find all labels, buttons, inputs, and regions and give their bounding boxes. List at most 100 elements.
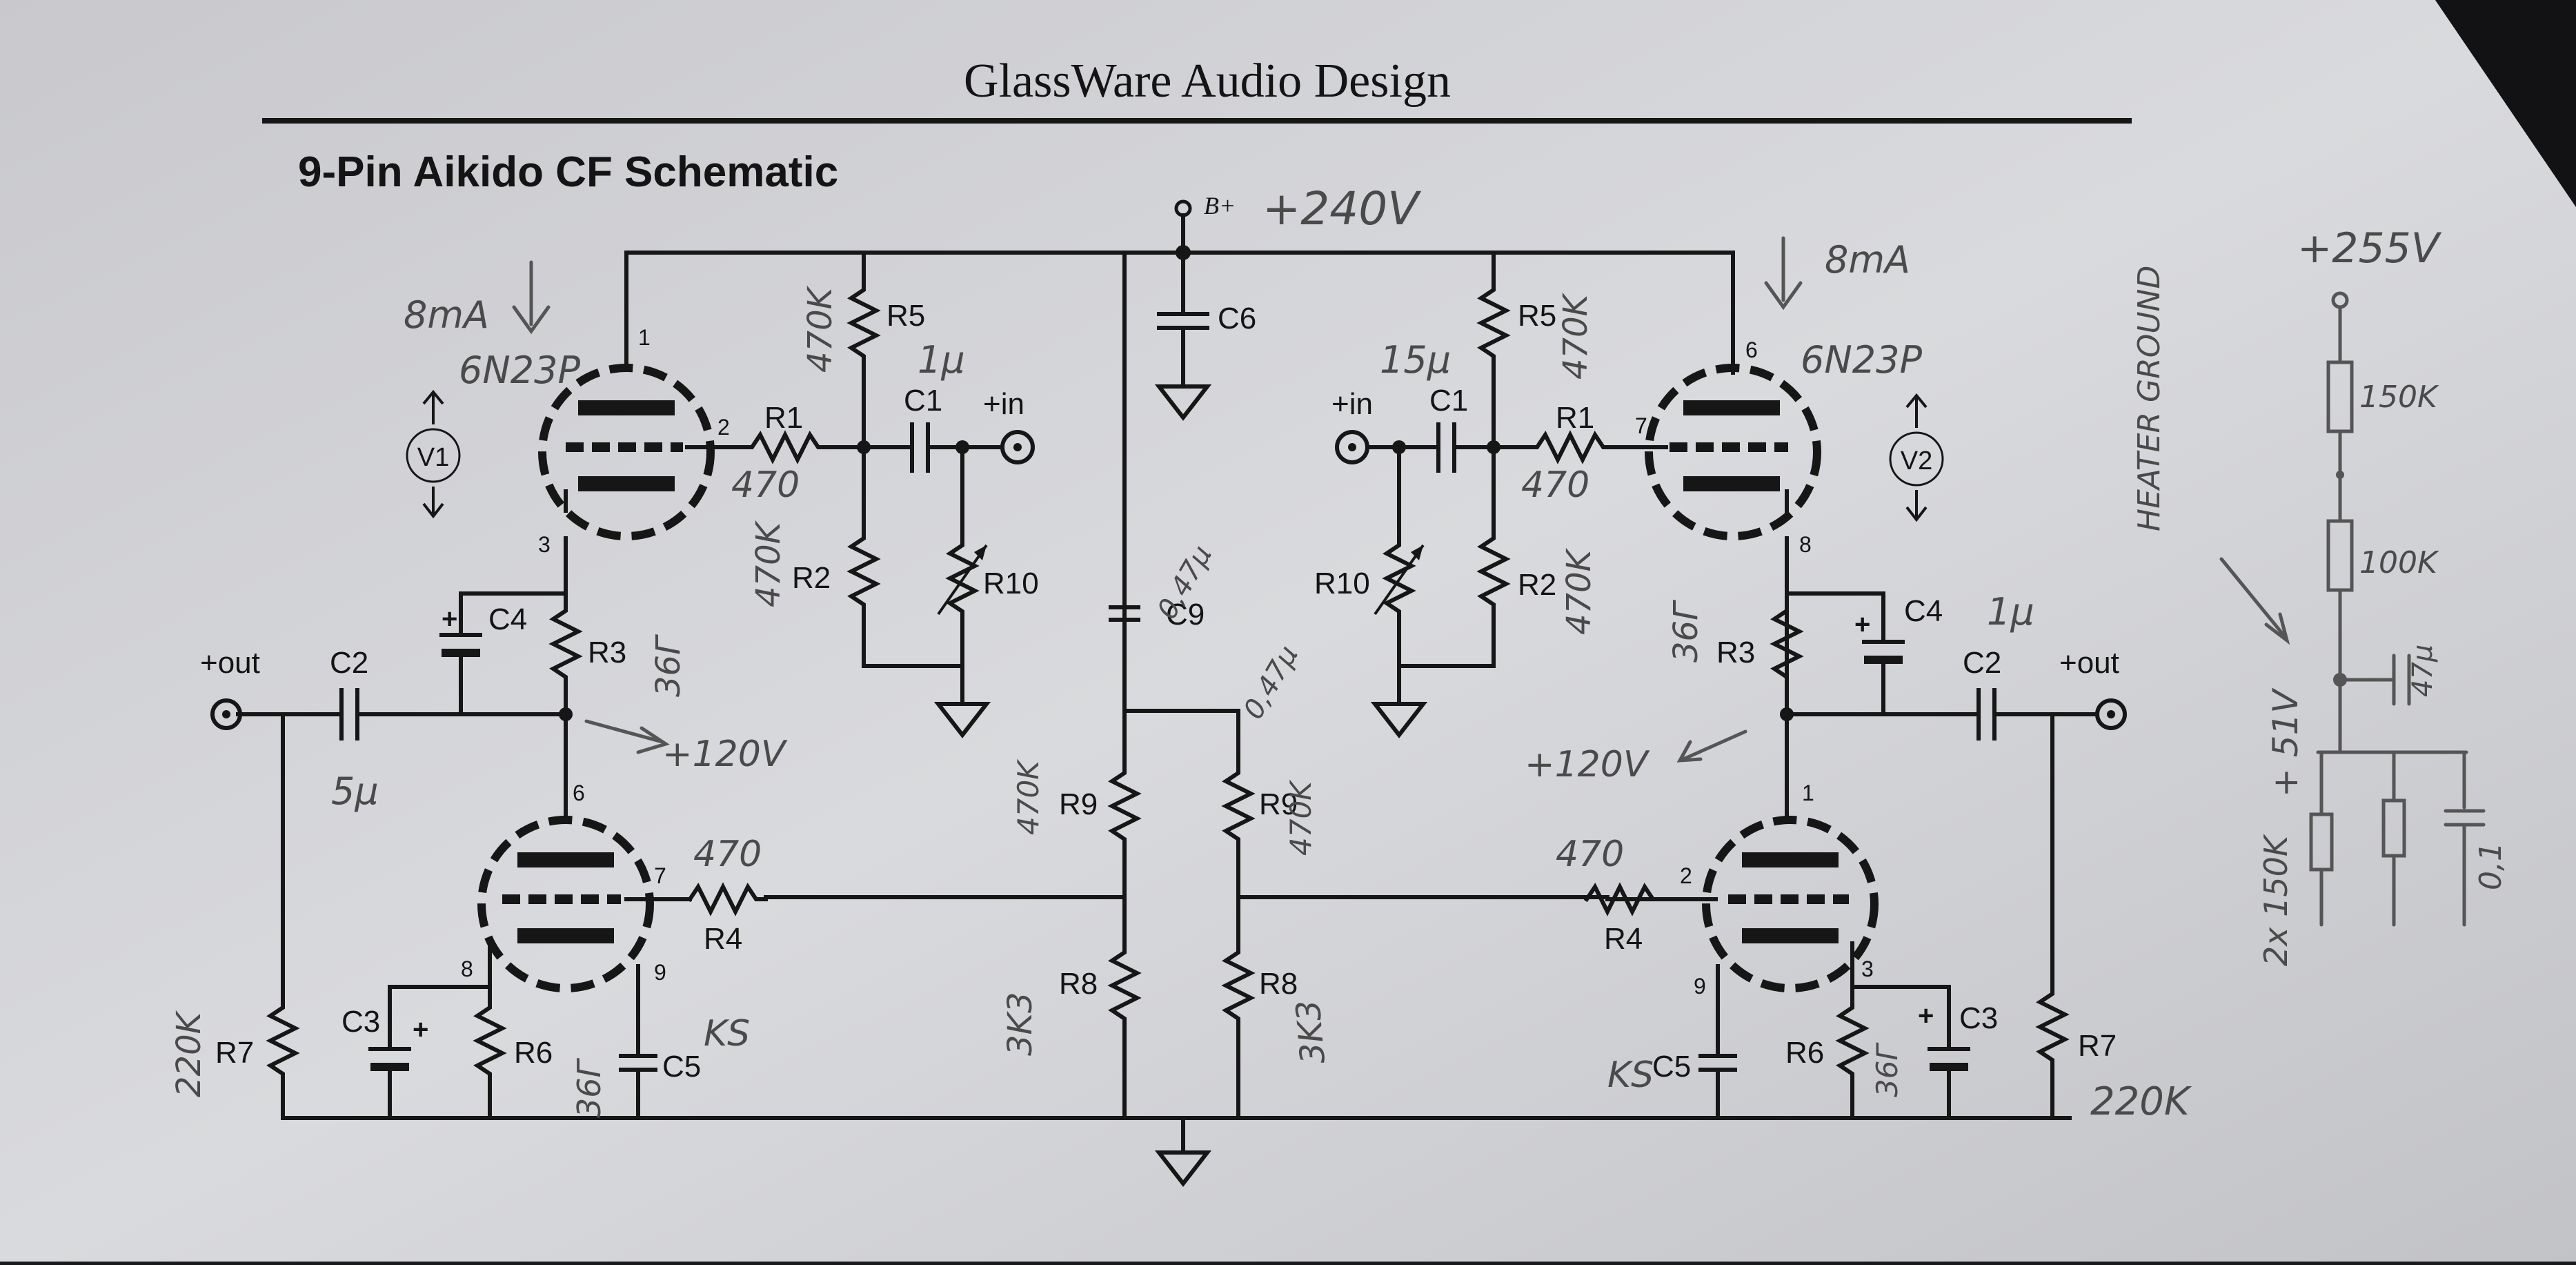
c3-right-polarity: + [1918, 1001, 1934, 1031]
center-bus: C9 [1109, 251, 1240, 713]
hw-heater-bottom: 2x 150K [2257, 833, 2295, 966]
in-left-label: +in [983, 387, 1024, 421]
r1-right: R1 [1487, 401, 1623, 464]
c3-left-label: C3 [341, 1005, 380, 1039]
c4-left-label: C4 [488, 602, 527, 636]
r9-left-label: R9 [1059, 787, 1098, 821]
r2-right-label: R2 [1518, 568, 1556, 602]
c2-right-label: C2 [1963, 646, 2001, 680]
c6-label: C6 [1218, 302, 1256, 335]
v2l-pin-top: 1 [1802, 781, 1814, 805]
v2-label: V2 [1901, 447, 1932, 475]
out-right-label: +out [2059, 646, 2119, 680]
v1-pin-cathode: 3 [538, 532, 551, 557]
c6-capacitor: C6 [1154, 251, 1256, 421]
hw-r2-right: 470K [1560, 547, 1598, 635]
r6-right-label: R6 [1785, 1036, 1824, 1070]
hw-heater-out: + 51V [2266, 687, 2306, 797]
b-plus-label: B+ [1204, 192, 1236, 219]
r8-right-label: R8 [1259, 967, 1298, 1001]
hw-r7-left: 220K [170, 1010, 208, 1097]
hw-tube-right: 6N23P [1801, 338, 1922, 382]
page-header: GlassWare Audio Design [964, 55, 1451, 108]
v2-lower-tube: R4 1 2 3 9 [1583, 712, 1951, 999]
r3-right-label: R3 [1716, 636, 1755, 669]
heater-supply-sketch: +255V 150K 100K 47μ 0,1 HEATER GROUND + … [2132, 224, 2508, 966]
r3-left-label: R3 [588, 636, 626, 669]
hw-r4-left: 470 [693, 834, 762, 875]
v1-pin-grid: 2 [717, 415, 730, 440]
background-corner [2435, 0, 2576, 207]
r1-right-label: R1 [1556, 401, 1594, 435]
hw-r3-right: 36Г [1667, 600, 1705, 663]
hw-r3-left: 36Г [649, 634, 688, 697]
v1l-pin-heater: 9 [654, 960, 666, 985]
c1-right-label: C1 [1429, 384, 1468, 418]
v2l-pin-grid: 2 [1680, 863, 1692, 888]
hw-c5-left: KS [704, 1013, 750, 1055]
cathode-bypass-right: + C3 R6 C5 [1652, 964, 1998, 1120]
r5-right-label: R5 [1518, 299, 1556, 333]
hw-r1-left: 470 [731, 464, 800, 506]
r1-left-label: R1 [764, 401, 803, 435]
v1-tube: 1 2 3 [538, 251, 740, 602]
hw-r6-left: 36Г [571, 1057, 608, 1118]
hw-c5-right: KS [1607, 1055, 1654, 1096]
c1-left-label: C1 [904, 384, 942, 418]
in-right-label: +in [1331, 387, 1373, 421]
v2-pin-cathode: 8 [1799, 532, 1812, 557]
v2-pin-top: 6 [1745, 337, 1758, 362]
r5-r2-right: R5 R2 [1397, 251, 1556, 668]
r8-left-label: R8 [1059, 967, 1098, 1001]
c1-right: C1 +in [1331, 384, 1496, 473]
c5-left-label: C5 [662, 1050, 701, 1083]
hw-current-left: 8mA [404, 293, 489, 337]
hw-r9-left: 470K [1011, 758, 1045, 835]
v1l-pin-top: 6 [573, 781, 585, 805]
r3-c4-right: + C4 R3 [1716, 591, 1943, 721]
v1-lower-tube: R4 6 7 8 9 [388, 712, 768, 992]
hw-tube-left: 6N23P [459, 349, 580, 392]
hw-heater-supply: +255V [2297, 224, 2442, 273]
hw-r9-right: 470K [1284, 779, 1318, 856]
v1l-pin-grid: 7 [654, 863, 666, 888]
r2-left-label: R2 [792, 561, 831, 595]
out-left-label: +out [200, 646, 260, 680]
r4-left-label: R4 [704, 922, 742, 956]
r9-right-label: R9 [1259, 787, 1298, 821]
hw-r5-left: 470K [801, 285, 840, 373]
hw-heater-r1: 150K [2359, 380, 2439, 415]
hw-r4-right: 470 [1556, 834, 1624, 875]
v2l-pin-heater: 9 [1694, 974, 1706, 999]
hw-current-right: 8mA [1825, 238, 1910, 282]
c9-label: C9 [1166, 598, 1205, 631]
b-plus-handwritten: +240V [1262, 182, 1421, 235]
hw-heater-c2: 0,1 [2473, 842, 2508, 890]
output-left: +out C2 R7 [200, 646, 568, 1120]
r10-left-label: R10 [983, 567, 1039, 600]
hw-r1-right: 470 [1521, 464, 1589, 506]
v2-pin-grid: 7 [1635, 413, 1647, 438]
hw-node-right: +120V [1525, 744, 1650, 785]
r10-right: R10 [1314, 445, 1428, 738]
ground-bus [281, 1116, 2072, 1187]
c1-left: C1 +in [862, 384, 1035, 473]
c4-right-polarity: + [1854, 609, 1870, 640]
c2-left-label: C2 [330, 646, 368, 680]
v1-marker: V1 [406, 389, 461, 519]
c3-left-polarity: + [413, 1014, 428, 1045]
c4-left-polarity: + [442, 604, 457, 634]
c3-right-label: C3 [1959, 1001, 1998, 1035]
hw-r5-right: 470K [1556, 292, 1595, 380]
v2l-pin-cathode: 3 [1861, 957, 1874, 981]
v1l-pin-cathode: 8 [461, 957, 473, 981]
hw-heater-c: 47μ [2407, 645, 2439, 697]
v2-marker: V2 [1889, 393, 1944, 522]
output-right: +out C2 R7 [1785, 646, 2127, 1120]
hw-r8-right: 3K3 [1289, 999, 1333, 1066]
r6-left-label: R6 [514, 1036, 553, 1070]
hw-c1-right: 15μ [1380, 338, 1451, 382]
handwritten-notes: 8mA 6N23P 470 470K 1μ 470K 36Г +120V 5μ … [170, 236, 2192, 1124]
